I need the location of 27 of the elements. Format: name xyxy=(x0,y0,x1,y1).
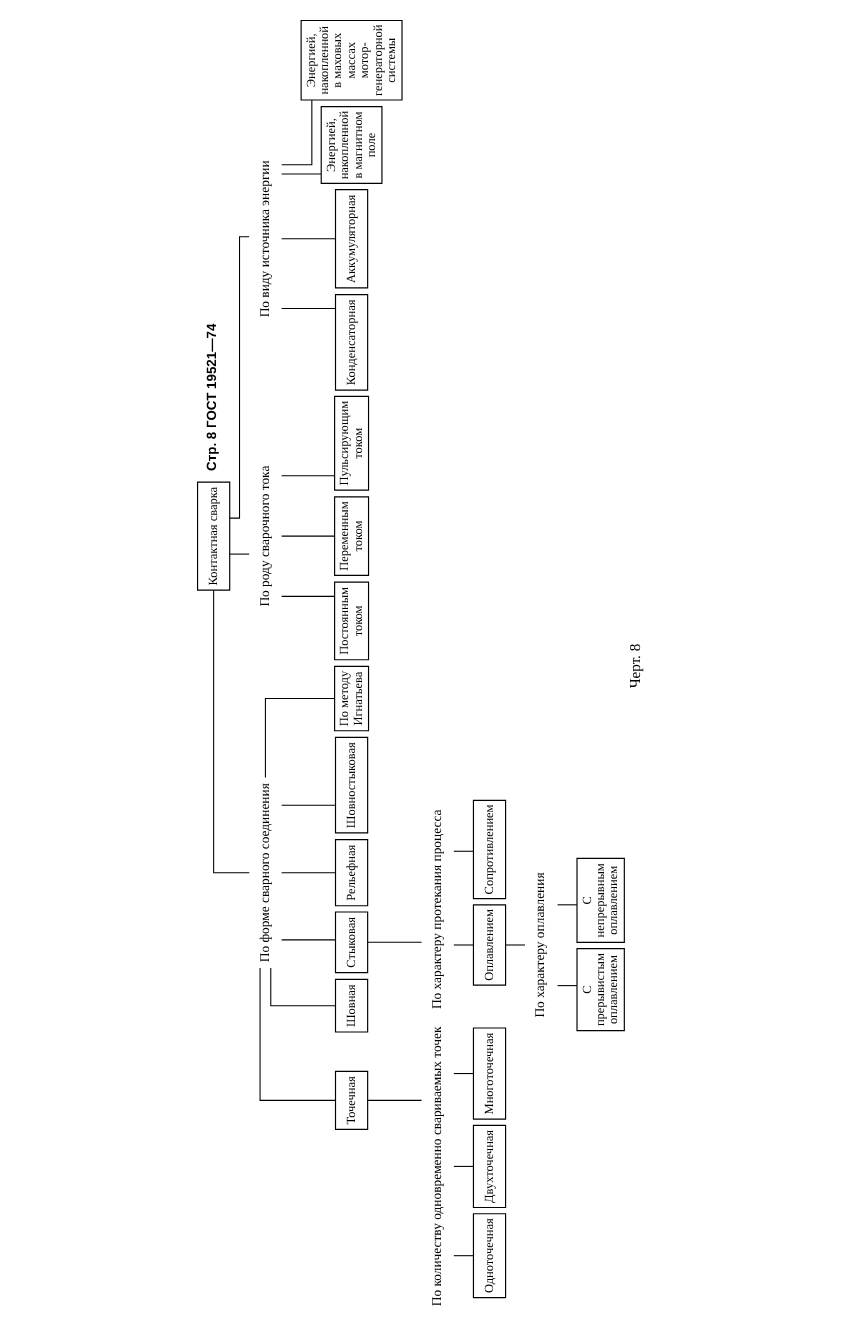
caption: Черт. 8 xyxy=(626,643,645,689)
connector xyxy=(367,941,423,943)
connector xyxy=(281,804,336,806)
connector xyxy=(213,589,250,874)
connector xyxy=(229,553,250,555)
connector xyxy=(453,1165,474,1167)
connector xyxy=(367,1099,423,1101)
connector xyxy=(281,595,336,597)
connector xyxy=(453,1073,474,1075)
connector xyxy=(270,967,336,1007)
connector xyxy=(281,173,322,175)
connector xyxy=(453,850,474,852)
connector xyxy=(281,238,336,240)
connector xyxy=(505,944,526,946)
connector xyxy=(259,967,336,1101)
connector xyxy=(281,872,336,874)
connector xyxy=(557,985,578,987)
connector xyxy=(281,307,336,309)
connector xyxy=(453,944,474,946)
connector xyxy=(281,939,336,941)
connector xyxy=(281,99,313,166)
connector xyxy=(264,698,336,778)
connector xyxy=(281,535,336,537)
connector xyxy=(557,904,578,906)
connector xyxy=(229,236,250,519)
connector xyxy=(281,475,336,477)
connector xyxy=(453,1255,474,1257)
